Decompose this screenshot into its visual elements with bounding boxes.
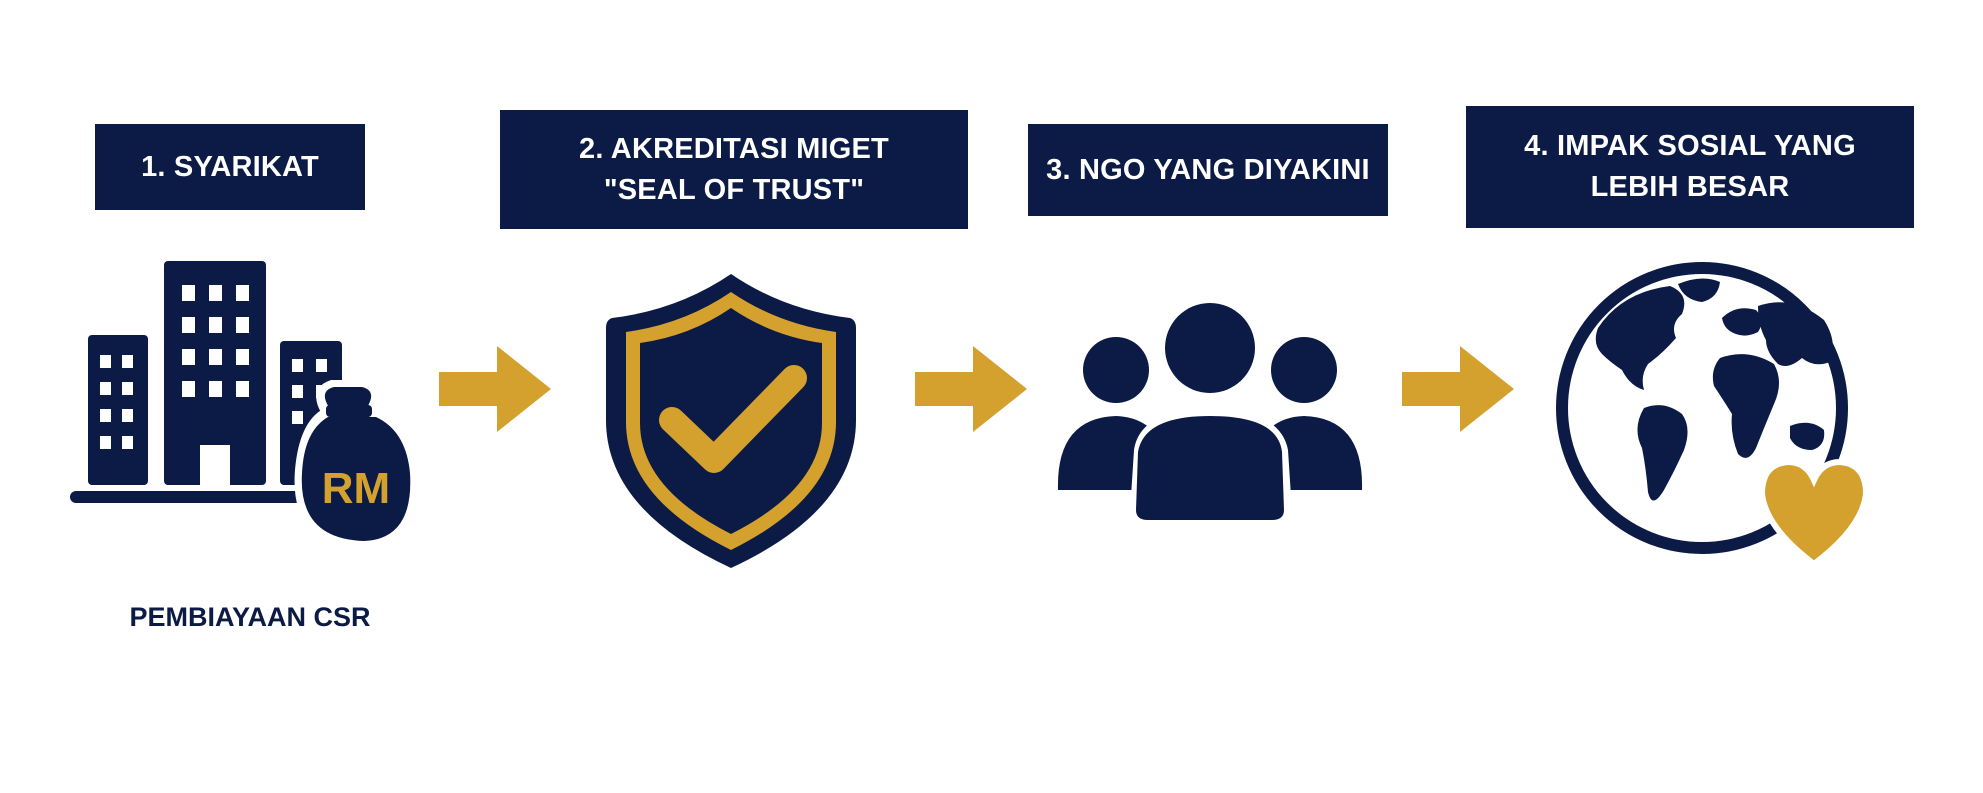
step-2-label-line-2: "SEAL OF TRUST" bbox=[603, 173, 865, 206]
step-4-label-line-2: LEBIH BESAR bbox=[1590, 171, 1790, 203]
globe-heart-icon bbox=[1556, 262, 1870, 568]
step-1-label-box: 1. SYARIKAT bbox=[95, 124, 365, 210]
step-4-label-box: 4. IMPAK SOSIAL YANG LEBIH BESAR bbox=[1466, 106, 1914, 228]
arrow-right-icon bbox=[915, 346, 1027, 432]
buildings-icon: RM bbox=[70, 261, 420, 551]
step-4-label-line-1: 4. IMPAK SOSIAL YANG bbox=[1524, 130, 1856, 162]
shield-check-icon bbox=[606, 274, 856, 568]
money-bag-label: RM bbox=[322, 464, 390, 513]
arrow-right-icon bbox=[439, 346, 551, 432]
step-3-label: 3. NGO YANG DIYAKINI bbox=[1046, 153, 1370, 186]
step-3-label-box: 3. NGO YANG DIYAKINI bbox=[1028, 124, 1388, 216]
money-bag-icon: RM bbox=[294, 380, 420, 551]
step-2-label-line-1: 2. AKREDITASI MIGET bbox=[579, 132, 889, 165]
step-2-label-box: 2. AKREDITASI MIGET "SEAL OF TRUST" bbox=[500, 110, 968, 229]
people-icon bbox=[1057, 303, 1363, 526]
csr-funding-caption: PEMBIAYAAN CSR bbox=[129, 602, 371, 632]
arrow-right-icon bbox=[1402, 346, 1514, 432]
step-1-label: 1. SYARIKAT bbox=[141, 150, 319, 183]
